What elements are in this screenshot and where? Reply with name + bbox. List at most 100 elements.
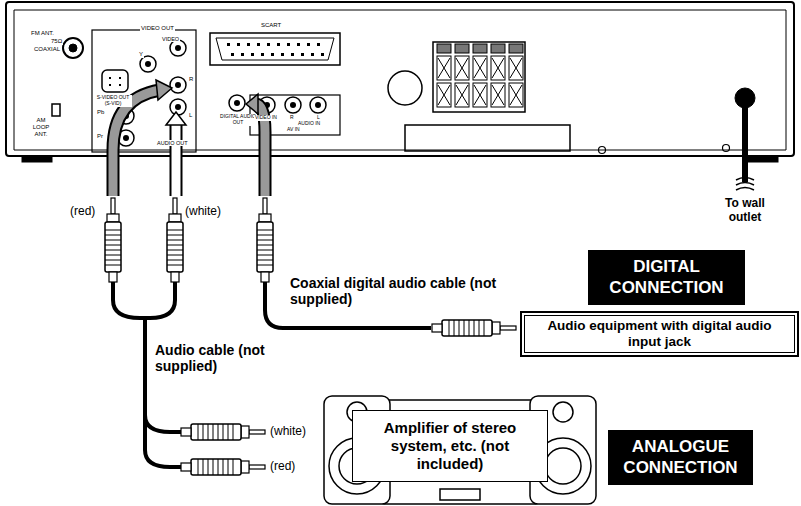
callout-label: (red) (270, 460, 295, 474)
power-cord (742, 98, 748, 182)
red-plug (181, 459, 265, 475)
housing (6, 2, 794, 156)
terminal-cap (473, 44, 487, 53)
terminal (455, 56, 469, 80)
arrow-outline (170, 124, 183, 196)
scart-pin (317, 43, 320, 46)
rca-jack-pin (123, 135, 129, 141)
panel-label: VIDEO (161, 36, 180, 42)
scart-pin (247, 43, 250, 46)
rca-jack (310, 97, 326, 113)
terminal (437, 83, 451, 107)
terminal-clip (510, 58, 522, 78)
callout-label: (red) (70, 205, 95, 219)
stereo-display (440, 489, 480, 500)
scart-pin (261, 53, 264, 56)
scart-pin (231, 53, 234, 56)
s-video-socket (102, 70, 128, 92)
rca-jack (170, 40, 186, 56)
arrowhead (166, 112, 186, 125)
callout-label: (white) (185, 205, 221, 219)
connection-banner: DIGITAL CONNECTION (588, 250, 745, 305)
foot (748, 156, 778, 162)
equipment-box: Audio equipment with digital audio input… (520, 311, 799, 357)
scart-pin (307, 43, 310, 46)
rca-jack-pin (234, 100, 240, 106)
cord-break (736, 178, 754, 191)
terminal-clip (510, 85, 522, 105)
rca-jack-pin (175, 82, 181, 88)
scart-pin (287, 43, 290, 46)
terminal-clip (474, 85, 486, 105)
panel-label: COAXIAL (33, 46, 61, 53)
panel-label: AUDIO OUT (156, 140, 189, 146)
scart-socket (210, 33, 340, 65)
box-text: Audio equipment with digital audio input… (532, 318, 787, 350)
terminal-cap (455, 44, 469, 53)
red-plug (105, 198, 121, 282)
terminal-cap (437, 44, 451, 53)
terminal (473, 83, 487, 107)
panel-hole (388, 71, 422, 105)
screw (723, 145, 730, 152)
foot (22, 156, 52, 162)
rca-jack-pin (145, 61, 151, 67)
rca-jack-pin (290, 102, 296, 108)
panel-label: AM LOOP ANT. (28, 117, 54, 138)
scart-pin (257, 43, 260, 46)
panel-label: VIDEO OUT (140, 25, 175, 32)
terminal-cap (491, 44, 505, 53)
scart-pin (251, 53, 254, 56)
panel-label: VIDEO IN (254, 115, 278, 121)
terminal-clip (456, 85, 468, 105)
s-video-pins (109, 78, 121, 85)
terminal-clip (492, 85, 504, 105)
housing-inner (14, 10, 786, 150)
scart-pin (311, 53, 314, 56)
audio-cable-branch (145, 415, 181, 467)
scart-pin (277, 43, 280, 46)
terminal (491, 56, 505, 80)
terminal-cap (509, 44, 523, 53)
terminal (491, 83, 505, 107)
rear-panel (6, 2, 794, 162)
scart-inner (216, 38, 334, 60)
terminal (455, 83, 469, 107)
panel-label: L (188, 112, 193, 119)
panel-label: AUDIO IN (297, 121, 321, 127)
callout-label: (white) (270, 425, 306, 439)
white-plug (181, 424, 265, 440)
am-terminal (52, 104, 60, 116)
scart-pin (267, 43, 270, 46)
terminal-clip (456, 58, 468, 78)
stereo-system (324, 396, 596, 504)
terminal-clip (438, 85, 450, 105)
rca-jack-pin (175, 104, 181, 110)
terminal-clip (474, 58, 486, 78)
callout-label: Coaxial digital audio cable (not supplie… (290, 275, 530, 307)
panel-label: R (188, 76, 194, 83)
panel-label: DIGITAL AUDIO OUT (219, 114, 257, 126)
panel-label: S-VIDEO OUT (S-VID) (94, 95, 132, 107)
fm-jack (63, 38, 83, 58)
coax-plug (257, 198, 273, 282)
scart-pin (237, 43, 240, 46)
scart-pin (301, 53, 304, 56)
panel-plate (405, 125, 570, 151)
equipment-box: Amplifier of stereo system, etc. (not in… (352, 410, 548, 482)
rca-jack (140, 56, 156, 72)
panel-label: Pb (96, 109, 105, 116)
terminal (509, 83, 523, 107)
terminal (473, 56, 487, 80)
scart-pin (241, 53, 244, 56)
panel-label: AV IN (286, 127, 301, 133)
panel-label: SCART (260, 22, 282, 29)
rca-jack (170, 77, 186, 93)
callout-label: Audio cable (not supplied) (155, 342, 305, 374)
insert-arrows (113, 90, 265, 197)
callout-label: To wall outlet (712, 197, 778, 225)
connection-banner: ANALOGUE CONNECTION (608, 430, 753, 485)
box-text: ANALOGUE CONNECTION (614, 437, 747, 478)
arrowhead (156, 80, 172, 100)
